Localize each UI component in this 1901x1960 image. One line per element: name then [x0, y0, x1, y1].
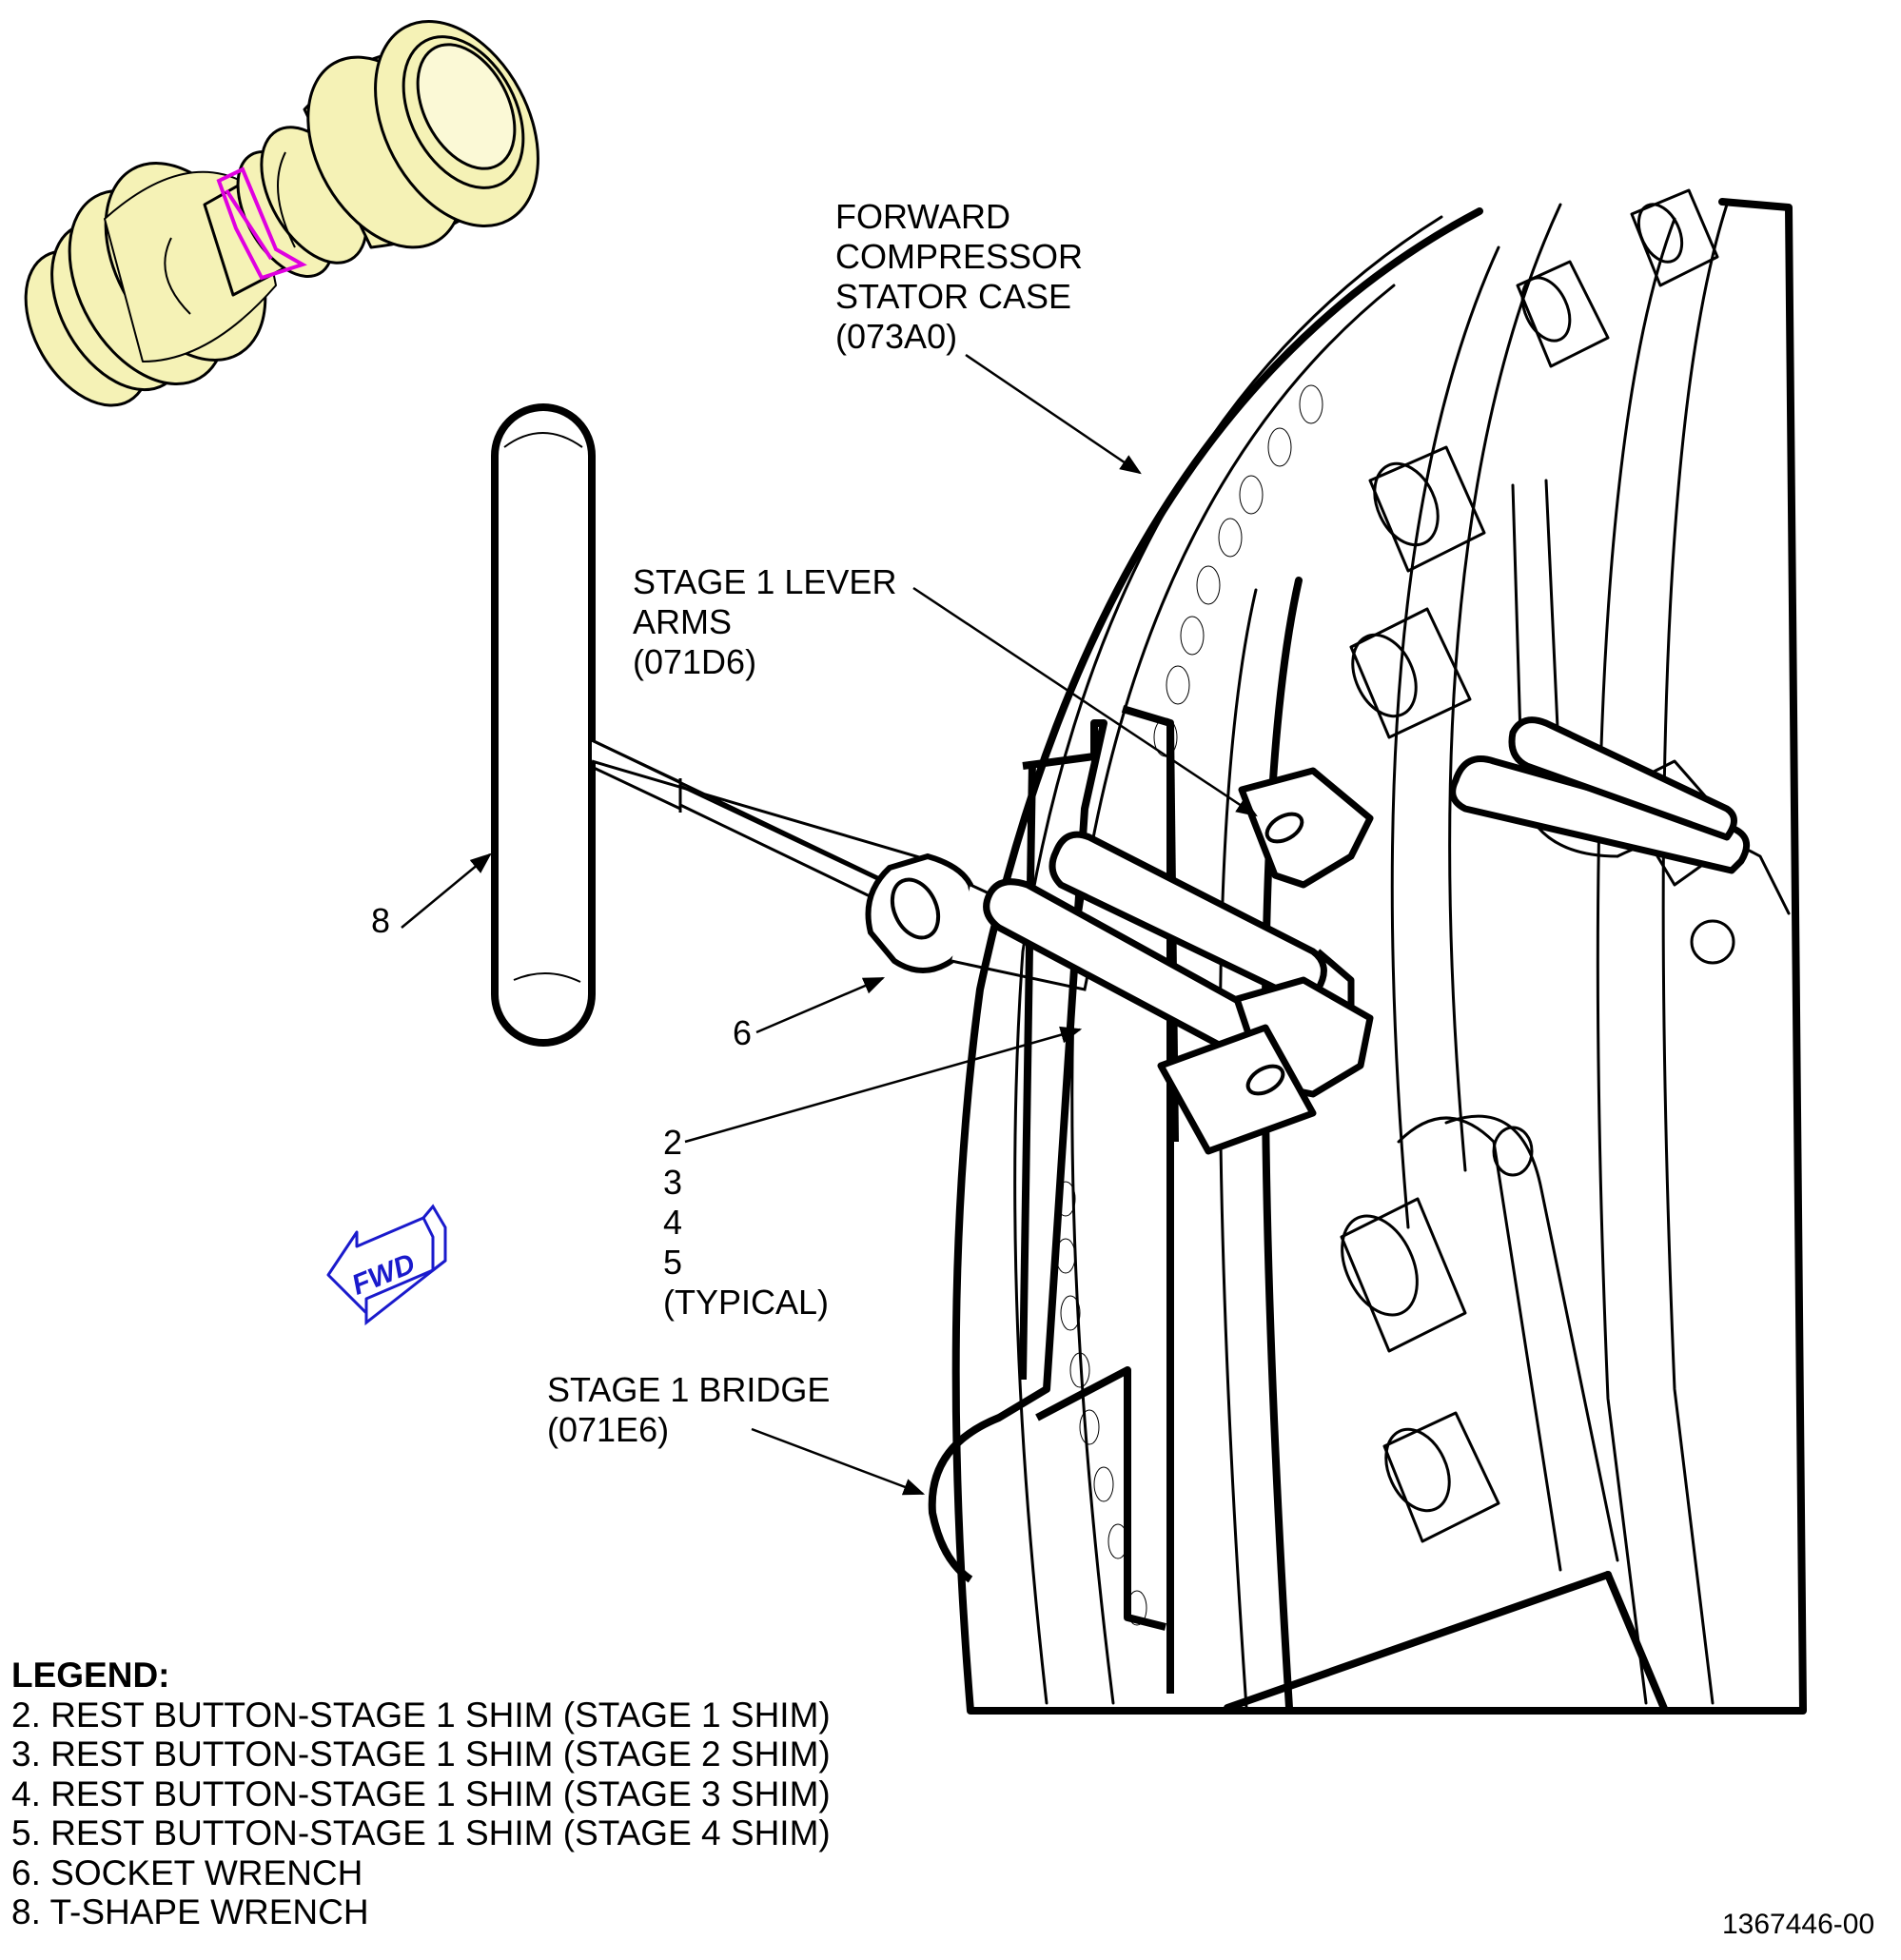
legend-item: 3. REST BUTTON-STAGE 1 SHIM (STAGE 2 SHI… — [11, 1735, 831, 1774]
callout-stage1-bridge: STAGE 1 BRIDGE (071E6) — [547, 1370, 830, 1449]
shim-line-2: 3 — [663, 1163, 682, 1202]
t-shape-wrench — [491, 403, 935, 1047]
callout-stage1-lever-arms: STAGE 1 LEVER ARMS (071D6) — [633, 562, 896, 681]
bridge-line-1: STAGE 1 BRIDGE — [547, 1370, 830, 1409]
case-line-2: COMPRESSOR — [835, 237, 1083, 276]
fwd-arrow: FWD — [326, 1204, 447, 1326]
rest-button-illustration — [24, 20, 539, 407]
shim-line-3: 4 — [663, 1203, 682, 1242]
case-line-3: STATOR CASE — [835, 277, 1071, 316]
legend-item: 8. T-SHAPE WRENCH — [11, 1892, 369, 1931]
legend-item: 6. SOCKET WRENCH — [11, 1852, 363, 1892]
callout-t-wrench: 8 — [371, 901, 390, 940]
compressor-case — [951, 188, 1807, 1715]
callout-socket-wrench: 6 — [733, 1013, 752, 1052]
lever-line-1: STAGE 1 LEVER — [633, 562, 896, 601]
legend-title: LEGEND: — [11, 1656, 170, 1695]
callout-shims: 2 3 4 5 (TYPICAL) — [663, 1123, 829, 1322]
callout-forward-compressor-case: FORWARD COMPRESSOR STATOR CASE (073A0) — [835, 197, 1083, 356]
legend-item: 2. REST BUTTON-STAGE 1 SHIM (STAGE 1 SHI… — [11, 1695, 831, 1735]
shim-highlight — [216, 167, 307, 281]
legend: LEGEND: 2. REST BUTTON-STAGE 1 SHIM (STA… — [11, 1656, 831, 1932]
legend-item: 5. REST BUTTON-STAGE 1 SHIM (STAGE 4 SHI… — [11, 1813, 831, 1852]
figure-id: 1367446-00 — [1722, 1909, 1875, 1940]
case-line-4: (073A0) — [835, 317, 957, 356]
legend-item: 4. REST BUTTON-STAGE 1 SHIM (STAGE 3 SHI… — [11, 1774, 831, 1813]
stage1-lever-arms — [983, 716, 1751, 1155]
shim-line-1: 2 — [663, 1123, 682, 1162]
bridge-line-2: (071E6) — [547, 1410, 669, 1449]
lever-line-3: (071D6) — [633, 642, 756, 681]
shim-line-5: (TYPICAL) — [663, 1283, 829, 1322]
lever-line-2: ARMS — [633, 602, 732, 641]
leader-lines — [401, 353, 1258, 1496]
case-line-1: FORWARD — [835, 197, 1010, 236]
shim-line-4: 5 — [663, 1243, 682, 1282]
